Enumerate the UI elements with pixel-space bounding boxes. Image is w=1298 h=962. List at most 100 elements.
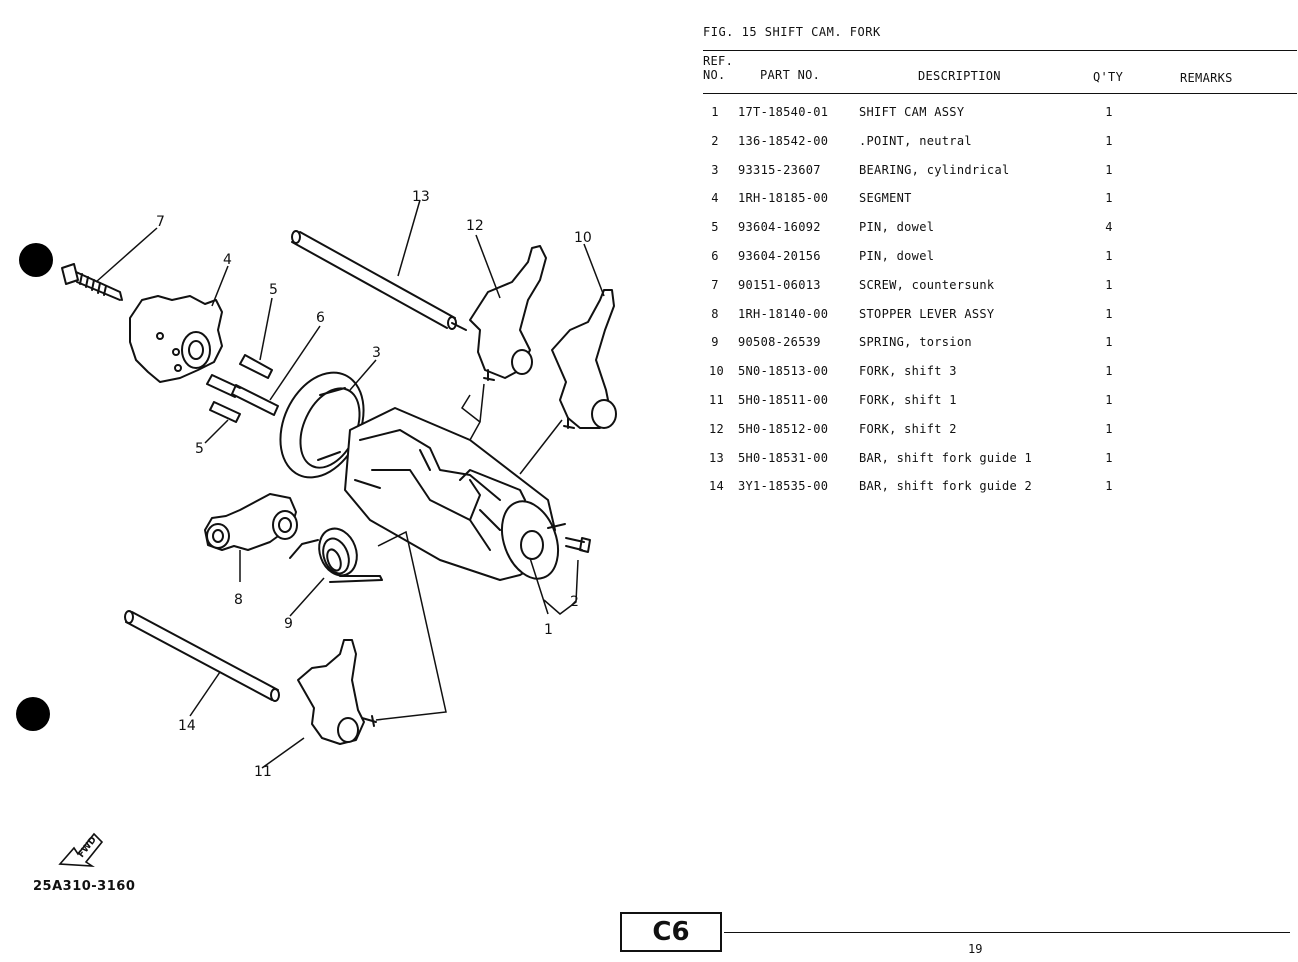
ref-cell: 8: [711, 306, 719, 321]
description-cell: PIN, dowel: [859, 220, 935, 235]
exploded-parts-diagram: 1 2 3 4 5 5 6 7 8 9 10 11 12 13 14 FWD: [58, 189, 617, 867]
part-no-cell: 93315-23607: [738, 162, 821, 177]
header-description: DESCRIPTION: [918, 69, 1001, 83]
qty-cell: 1: [1105, 364, 1113, 379]
header-ref-no: REF. NO.: [703, 54, 733, 82]
part-no-cell: 93604-20156: [738, 249, 821, 263]
callout-10: 10: [574, 230, 592, 246]
ref-cell: 2: [711, 133, 719, 148]
part-no-cell: 5N0-18513-00: [738, 364, 829, 379]
description-cell: SHIFT CAM ASSY: [859, 105, 965, 119]
header-rule-top: [703, 50, 1297, 51]
callout-12: 12: [466, 218, 484, 234]
qty-cell: 1: [1105, 191, 1113, 206]
ref-cell: 10: [709, 364, 725, 379]
part-segment-4: [129, 295, 223, 383]
qty-cell: 1: [1105, 105, 1113, 119]
qty-cell: 1: [1105, 393, 1113, 407]
part-no-cell: 1RH-18140-00: [738, 306, 829, 321]
qty-cell: 1: [1105, 133, 1113, 148]
footer-rule: [724, 932, 1290, 933]
description-cell: BAR, shift fork guide 1: [859, 450, 1033, 465]
description-cell: BEARING, cylindrical: [859, 162, 1010, 177]
part-screw-7: [61, 263, 123, 301]
binder-punch-hole-top: [19, 243, 53, 277]
qty-cell: 1: [1105, 249, 1113, 263]
callout-14: 14: [178, 718, 196, 734]
qty-cell: 1: [1105, 306, 1113, 321]
description-cell: .POINT, neutral: [859, 133, 972, 148]
callout-2: 2: [570, 594, 579, 610]
callout-1: 1: [544, 622, 553, 638]
part-stopper-lever-8: [204, 493, 298, 551]
header-remarks: REMARKS: [1180, 71, 1233, 85]
ref-cell: 5: [711, 220, 719, 235]
description-cell: SCREW, countersunk: [859, 277, 995, 292]
part-neutral-point-2: [565, 537, 591, 553]
part-pins-5: [206, 354, 273, 423]
part-no-cell: 90508-26539: [738, 335, 821, 350]
callout-13: 13: [412, 189, 430, 205]
callout-6: 6: [316, 310, 325, 326]
part-fork-10: [551, 289, 617, 429]
description-cell: SPRING, torsion: [859, 335, 972, 350]
part-no-cell: 3Y1-18535-00: [738, 479, 829, 494]
description-cell: STOPPER LEVER ASSY: [859, 306, 995, 321]
description-cell: PIN, dowel: [859, 249, 935, 263]
ref-cell: 12: [709, 421, 725, 436]
description-cell: SEGMENT: [859, 191, 912, 206]
description-cell: FORK, shift 3: [859, 364, 957, 379]
part-spring-9: [289, 527, 383, 583]
ref-cell: 9: [711, 335, 719, 350]
header-ref: REF.: [703, 54, 734, 68]
ref-cell: 1: [711, 105, 719, 119]
callout-5a: 5: [269, 282, 278, 298]
description-cell: FORK, shift 1: [859, 393, 957, 407]
qty-cell: 1: [1105, 162, 1113, 177]
ref-cell: 7: [711, 277, 719, 292]
part-shift-cam-1: [344, 407, 566, 581]
page-number: 19: [968, 942, 983, 956]
part-guide-bar-14: [124, 610, 280, 702]
callout-11: 11: [254, 764, 272, 780]
part-no-cell: 5H0-18511-00: [738, 393, 829, 407]
part-no-cell: 5H0-18512-00: [738, 421, 829, 436]
qty-cell: 1: [1105, 450, 1113, 465]
page-label: C6: [620, 912, 722, 952]
callout-3: 3: [372, 345, 381, 361]
ref-cell: 6: [711, 249, 719, 263]
header-part-no: PART NO.: [760, 68, 821, 82]
fwd-arrow-icon: FWD: [58, 832, 104, 867]
qty-cell: 4: [1105, 220, 1113, 235]
leader-lines: [95, 199, 605, 769]
qty-cell: 1: [1105, 335, 1113, 350]
part-no-cell: 17T-18540-01: [738, 105, 829, 119]
header-qty: Q'TY: [1093, 70, 1124, 84]
description-cell: BAR, shift fork guide 2: [859, 479, 1033, 494]
part-no-cell: 90151-06013: [738, 277, 821, 292]
header-rule-bottom: [703, 93, 1297, 94]
ref-cell: 4: [711, 191, 719, 206]
callout-9: 9: [284, 616, 293, 632]
figure-title: FIG. 15 SHIFT CAM. FORK: [703, 25, 881, 39]
part-fork-11: [297, 639, 377, 745]
ref-cell: 13: [709, 450, 725, 465]
part-no-cell: 5H0-18531-00: [738, 450, 829, 465]
part-no-cell: 1RH-18185-00: [738, 191, 829, 206]
qty-cell: 1: [1105, 277, 1113, 292]
callout-8: 8: [234, 592, 243, 608]
part-guide-bar-13: [291, 230, 467, 331]
ref-cell: 11: [709, 393, 725, 407]
header-no: NO.: [703, 68, 726, 82]
part-fork-12: [469, 245, 547, 381]
callout-labels: 1 2 3 4 5 5 6 7 8 9 10 11 12 13 14: [156, 189, 592, 780]
description-cell: FORK, shift 2: [859, 421, 957, 436]
qty-cell: 1: [1105, 479, 1113, 494]
ref-cell: 3: [711, 162, 719, 177]
qty-cell: 1: [1105, 421, 1113, 436]
callout-4: 4: [223, 252, 232, 268]
part-no-cell: 93604-16092: [738, 220, 821, 235]
callout-5b: 5: [195, 441, 204, 457]
callout-7: 7: [156, 214, 165, 230]
document-code: 25A310-3160: [33, 879, 136, 894]
